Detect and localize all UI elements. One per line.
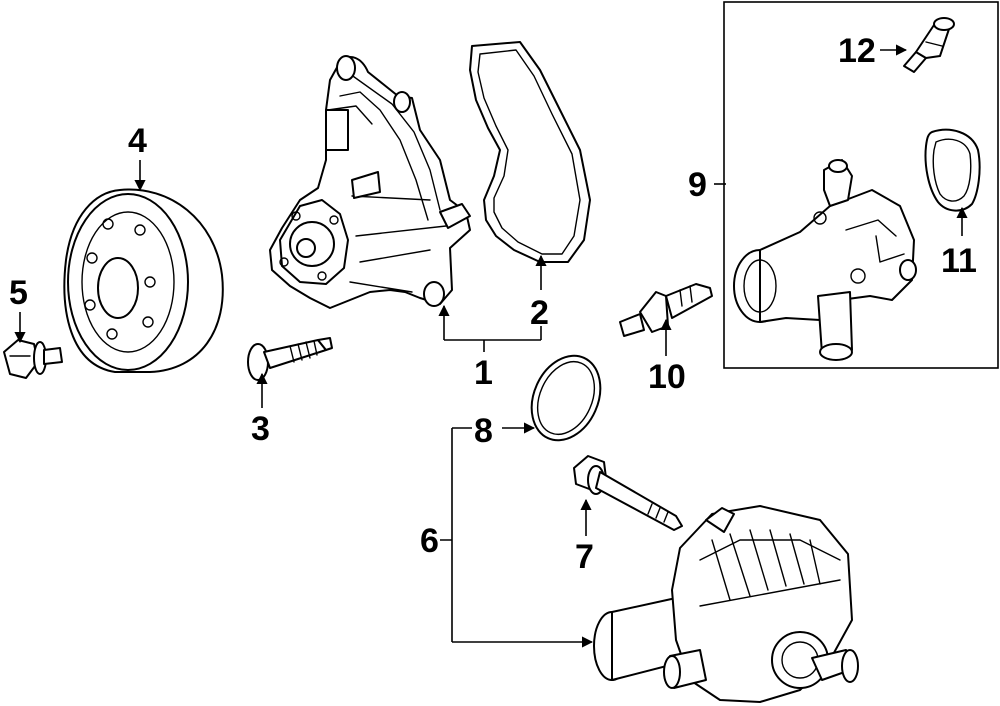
callout-12: 12: [838, 32, 876, 70]
callout-6: 6: [420, 522, 439, 560]
pulley: [63, 188, 224, 373]
water-pump: [269, 55, 471, 309]
callout-3: 3: [251, 410, 270, 448]
callout-5: 5: [9, 274, 28, 312]
temp-sensor: [619, 283, 713, 337]
callout-8: 8: [474, 412, 493, 450]
thermostat-housing: [593, 505, 859, 703]
o-ring: [530, 354, 602, 442]
housing-bolt: [573, 455, 683, 531]
leader-6: [440, 427, 472, 642]
callout-10: 10: [648, 358, 686, 396]
thermostat-assembly: [733, 159, 917, 361]
inset-box: [723, 1, 999, 369]
callout-7: 7: [575, 538, 594, 576]
callout-9: 9: [688, 166, 707, 204]
thermostat-gasket: [924, 128, 981, 212]
pump-bolt: [247, 337, 333, 381]
inset-sensor: [903, 17, 955, 73]
pulley-bolt: [3, 339, 63, 379]
callout-11: 11: [941, 242, 977, 280]
callout-1: 1: [474, 354, 493, 392]
pump-gasket: [469, 41, 591, 263]
callout-4: 4: [128, 122, 147, 160]
callout-2: 2: [530, 294, 549, 332]
